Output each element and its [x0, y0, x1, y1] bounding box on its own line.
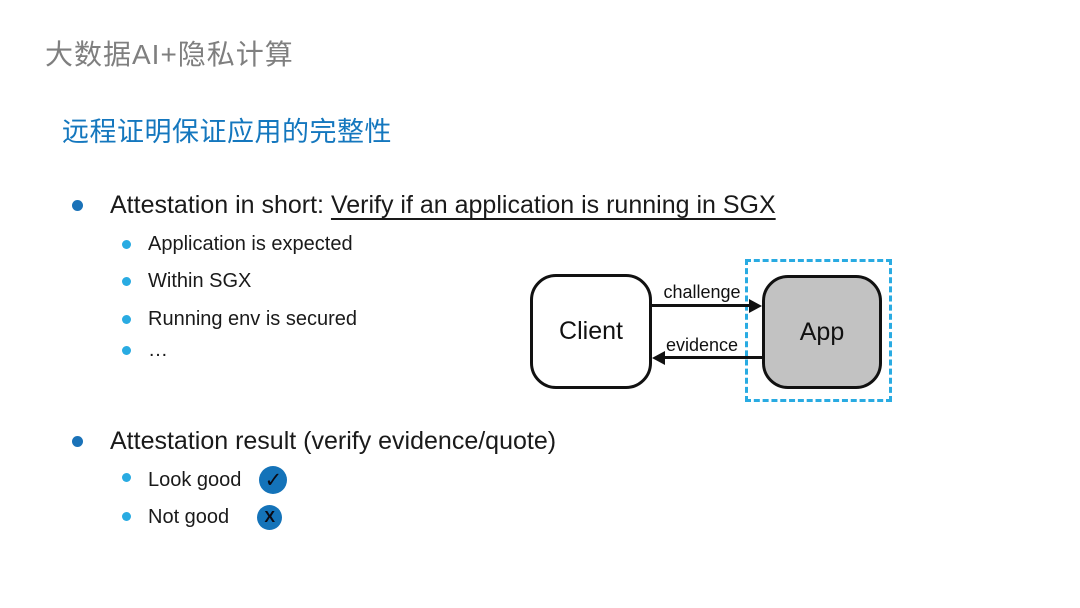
bullet-text-underlined: Verify if an application is running in S… — [330, 191, 776, 219]
sub-bullet-label: Look good — [148, 468, 242, 491]
challenge-arrow — [652, 299, 762, 313]
bullet-attestation-result: Attestation result (verify evidence/quot… — [72, 427, 556, 456]
sub-bullet-label: Running env is secured — [148, 308, 358, 330]
slide-title: 远程证明保证应用的完整性 — [62, 117, 392, 147]
level2-bullet-dot — [122, 346, 131, 355]
level2-bullet-dot — [122, 240, 131, 249]
level2-bullet-dot — [122, 473, 131, 482]
evidence-arrow-label: evidence — [665, 335, 739, 355]
bullet-text: Attestation result (verify evidence/quot… — [110, 427, 557, 455]
level2-bullet-dot — [122, 277, 131, 286]
client-box: Client — [530, 274, 652, 389]
bullet-text: Attestation in short: Verify if an appli… — [110, 191, 776, 220]
sub-bullet-application-expected: Application is expected — [122, 233, 353, 256]
sub-bullet-look-good: Look good ✓ — [122, 466, 288, 494]
sub-bullet-within-sgx: Within SGX — [122, 270, 251, 293]
app-box: App — [762, 275, 882, 389]
level2-bullet-dot — [122, 512, 131, 521]
sub-bullet-label: … — [148, 339, 168, 361]
sub-bullet-not-good: Not good X — [122, 505, 283, 530]
arrow-head-right-icon — [749, 299, 762, 313]
bullet-attestation-in-short: Attestation in short: Verify if an appli… — [72, 191, 776, 220]
sub-bullet-ellipsis: … — [122, 339, 168, 362]
sub-bullet-running-env: Running env is secured — [122, 308, 357, 331]
bullet-text-prefix: Attestation in short: — [110, 191, 331, 219]
level1-bullet-dot — [72, 200, 83, 211]
arrow-shaft — [664, 356, 762, 359]
arrow-shaft — [652, 304, 750, 307]
challenge-arrow-label: challenge — [663, 282, 741, 302]
x-circle-icon: X — [257, 505, 283, 530]
sub-bullet-label: Application is expected — [148, 233, 353, 255]
sgx-enclave-dashed-boundary — [745, 259, 892, 402]
level1-bullet-dot — [72, 436, 83, 447]
course-header-title: 大数据AI+隐私计算 — [45, 39, 294, 70]
level2-bullet-dot — [122, 315, 131, 324]
sub-bullet-label: Within SGX — [148, 270, 252, 292]
arrow-head-left-icon — [652, 351, 665, 365]
check-circle-icon: ✓ — [259, 466, 288, 494]
evidence-arrow — [652, 351, 762, 365]
sub-bullet-label: Not good — [148, 506, 230, 528]
